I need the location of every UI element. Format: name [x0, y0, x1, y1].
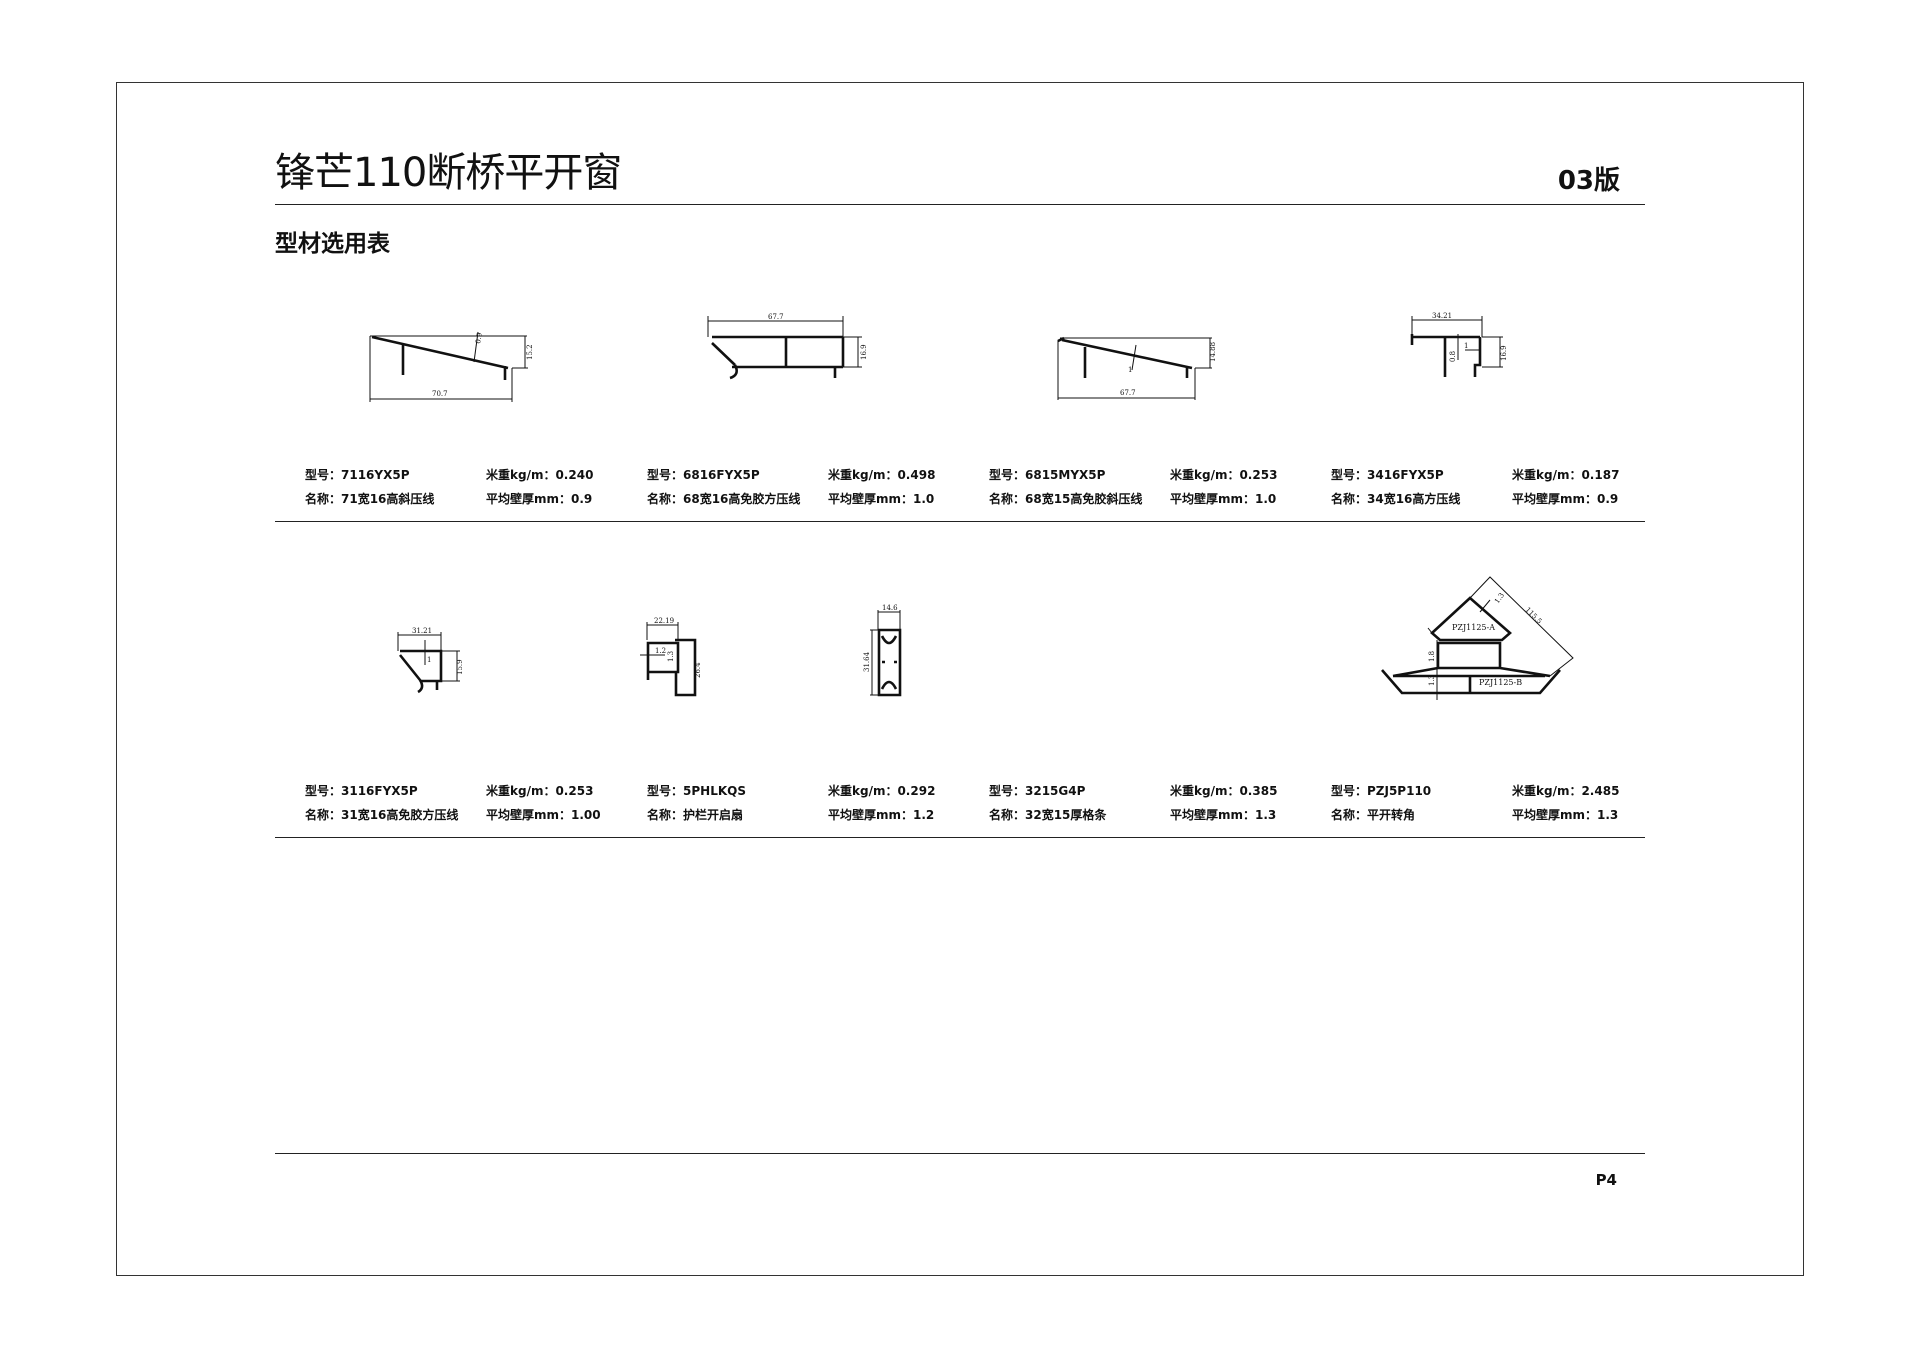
svg-text:14.88: 14.88: [1209, 342, 1217, 362]
svg-text:115.5: 115.5: [1524, 606, 1544, 626]
profile-thickness: 平均壁厚mm：1.0: [1170, 492, 1277, 506]
profile-name: 名称：34宽16高方压线: [1331, 492, 1461, 506]
svg-text:PZJ1125-B: PZJ1125-B: [1479, 678, 1522, 687]
profile-thickness: 平均壁厚mm：0.9: [1512, 492, 1619, 506]
profile-name: 名称：平开转角: [1331, 808, 1416, 822]
profile-drawing-3416FYX5P: 34.21 16.9 0.8 1: [1410, 312, 1508, 377]
profile-weight: 米重kg/m：0.240: [486, 468, 594, 482]
svg-text:0.9: 0.9: [474, 332, 484, 344]
svg-text:1.3: 1.3: [1493, 591, 1506, 605]
svg-text:0.8: 0.8: [1449, 351, 1457, 362]
svg-text:14.6: 14.6: [882, 604, 898, 612]
svg-text:1.8: 1.8: [1428, 651, 1436, 662]
profile-model: 型号：PZJ5P110: [1331, 784, 1432, 798]
page-number: P4: [1595, 1171, 1617, 1189]
profile-drawing-3215G4P: 14.6 31.64: [863, 604, 902, 697]
row-divider: [275, 521, 1645, 522]
profile-thickness: 平均壁厚mm：1.3: [1512, 808, 1619, 822]
profile-drawing-5PHLKQS: 22.19 26.4 1.2 1.3: [640, 617, 702, 697]
profile-weight: 米重kg/m：0.187: [1512, 468, 1620, 482]
profile-model: 型号：5PHLKQS: [647, 784, 746, 798]
profile-name: 名称：71宽16高斜压线: [305, 492, 435, 506]
profile-weight: 米重kg/m：0.253: [486, 784, 594, 798]
svg-text:15.2: 15.2: [526, 344, 534, 360]
svg-text:16.9: 16.9: [860, 344, 868, 360]
svg-text:15.9: 15.9: [456, 659, 464, 675]
profile-model: 型号：6816FYX5P: [647, 468, 760, 482]
profile-model: 型号：3215G4P: [989, 784, 1086, 798]
svg-text:22.19: 22.19: [654, 617, 674, 625]
svg-text:67.7: 67.7: [768, 313, 784, 321]
profile-name: 名称：31宽16高免胶方压线: [305, 808, 459, 822]
svg-text:1.3: 1.3: [667, 651, 675, 662]
profile-thickness: 平均壁厚mm：0.9: [486, 492, 593, 506]
svg-text:1.2: 1.2: [655, 647, 666, 655]
profile-name: 名称：32宽15厚格条: [989, 808, 1107, 822]
svg-text:26.4: 26.4: [694, 662, 702, 678]
profile-thickness: 平均壁厚mm：1.2: [828, 808, 935, 822]
profile-drawing-PZJ5P110: PZJ1125-A PZJ1125-B 115.5 1.3 1.8 1.3: [1381, 576, 1574, 700]
profile-model: 型号：6815MYX5P: [989, 468, 1106, 482]
profile-name: 名称：68宽16高免胶方压线: [647, 492, 801, 506]
profile-name: 名称：68宽15高免胶斜压线: [989, 492, 1143, 506]
svg-text:1.3: 1.3: [1428, 675, 1436, 686]
svg-text:1: 1: [1128, 366, 1132, 374]
profile-drawing-3116FYX5P: 31.21 15.9 1: [397, 627, 464, 694]
profile-drawing-6815MYX5P: 67.7 14.88 1: [1057, 336, 1217, 400]
svg-text:16.9: 16.9: [1500, 345, 1508, 361]
svg-text:31.64: 31.64: [863, 651, 871, 672]
profile-weight: 米重kg/m：0.253: [1170, 468, 1278, 482]
profile-name: 名称：护栏开启扇: [647, 808, 744, 822]
profile-weight: 米重kg/m：0.385: [1170, 784, 1278, 798]
svg-text:67.7: 67.7: [1120, 389, 1136, 397]
profile-model: 型号：7116YX5P: [305, 468, 410, 482]
profile-weight: 米重kg/m：0.292: [828, 784, 936, 798]
svg-text:1: 1: [427, 656, 431, 664]
svg-text:70.7: 70.7: [432, 390, 448, 398]
row-divider: [275, 837, 1645, 838]
profile-thickness: 平均壁厚mm：1.00: [486, 808, 601, 822]
svg-text:31.21: 31.21: [412, 627, 432, 635]
footer-divider: [275, 1153, 1645, 1154]
profile-thickness: 平均壁厚mm：1.3: [1170, 808, 1277, 822]
profile-model: 型号：3416FYX5P: [1331, 468, 1444, 482]
svg-text:34.21: 34.21: [1432, 312, 1452, 320]
svg-text:PZJ1125-A: PZJ1125-A: [1452, 623, 1495, 632]
version-label: 03版: [1557, 166, 1620, 196]
page-title: 锋芒110断桥平开窗: [275, 150, 622, 196]
profile-weight: 米重kg/m：2.485: [1512, 784, 1620, 798]
page-frame: [116, 82, 1804, 1276]
profile-weight: 米重kg/m：0.498: [828, 468, 936, 482]
svg-text:1: 1: [1464, 342, 1468, 350]
section-title: 型材选用表: [275, 231, 390, 257]
profile-drawing-7116YX5P: 70.7 15.2 0.9: [369, 331, 534, 402]
title-divider: [275, 204, 1645, 205]
profile-drawing-6816FYX5P: 67.7 16.9: [707, 313, 868, 380]
profile-model: 型号：3116FYX5P: [305, 784, 418, 798]
profile-thickness: 平均壁厚mm：1.0: [828, 492, 935, 506]
